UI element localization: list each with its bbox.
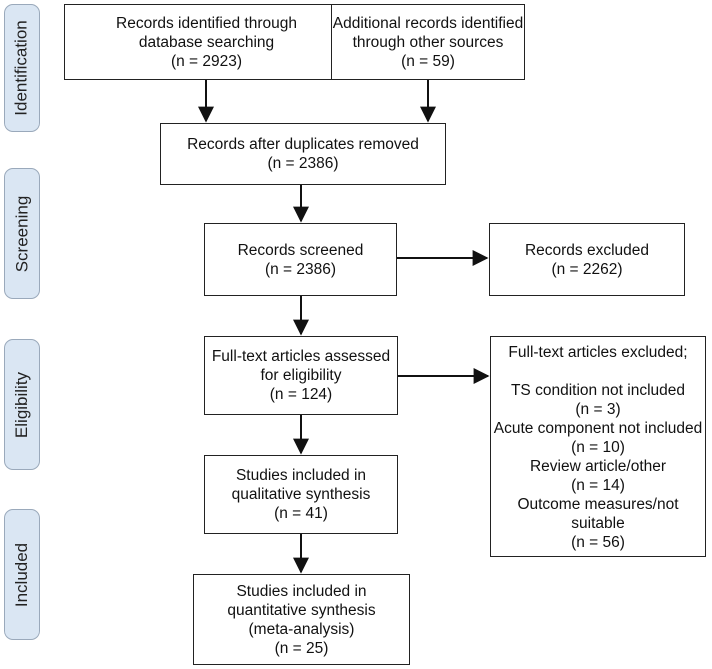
box-text-line: (n = 56) <box>571 534 625 551</box>
box-text-line: (n = 10) <box>571 439 625 456</box>
box-text-line: Full-text articles excluded; <box>508 344 688 361</box>
box-text-line: Acute component not included <box>493 420 703 437</box>
box-after-duplicates: Records after duplicates removed (n = 238… <box>160 123 446 185</box>
box-text-line: Records after duplicates removed <box>187 136 419 153</box>
box-text-line: Additional records identified <box>332 14 524 32</box>
box-records-screened: Records screened(n = 2386) <box>204 223 397 296</box>
phase-screening: Screening <box>4 168 40 299</box>
box-text-line: Studies included in <box>236 582 367 600</box>
box-text-line: (n = 2262) <box>551 260 623 278</box>
box-full-text-assessed: Full-text articles assessed for eligibili… <box>204 336 398 415</box>
box-text-line: Studies included in <box>235 467 367 484</box>
box-text-line: Full-text articles assessed <box>211 348 391 365</box>
phase-identification: Identification <box>4 4 40 132</box>
box-qualitative-synthesis: Studies included in qualitative synthesis… <box>204 455 398 534</box>
phase-eligibility: Eligibility <box>4 339 40 470</box>
box-text-line: Outcome measures/not <box>517 496 679 513</box>
box-text-line: (n = 14) <box>571 477 625 494</box>
box-text-line: (n = 2923) <box>170 52 243 70</box>
box-text-line: through other sources <box>352 33 504 51</box>
box-text-line: (n = 2386) <box>264 260 337 278</box>
box-text-line: suitable <box>571 515 625 532</box>
box-text-line: (n = 124) <box>269 386 333 403</box>
box-text-line: (meta-analysis) <box>248 620 355 638</box>
box-text-line: Records excluded <box>524 241 650 259</box>
box-text-line: Records screened <box>237 241 364 259</box>
box-text-line: for eligibility <box>260 367 342 384</box>
box-text-line: Review article/other <box>529 458 667 475</box>
box-text-line: quantitative synthesis <box>227 601 376 619</box>
box-text-line: (n = 3) <box>575 401 621 418</box>
box-text-line: qualitative synthesis <box>231 486 371 503</box>
box-text-line: (n = 25) <box>274 639 329 657</box>
phase-included: Included <box>4 509 40 640</box>
box-text-line: Records identified through <box>116 14 297 32</box>
box-full-text-excluded: Full-text articles excluded; TS conditio… <box>490 336 706 557</box>
box-text-line: (n = 2386) <box>267 155 339 172</box>
box-text-line: database searching <box>138 33 275 51</box>
box-records-excluded: Records excluded(n = 2262) <box>489 223 685 296</box>
box-text-line: (n = 59) <box>401 52 455 70</box>
box-text-line: (n = 41) <box>274 505 328 522</box>
box-text-line: TS condition not included <box>510 382 686 399</box>
